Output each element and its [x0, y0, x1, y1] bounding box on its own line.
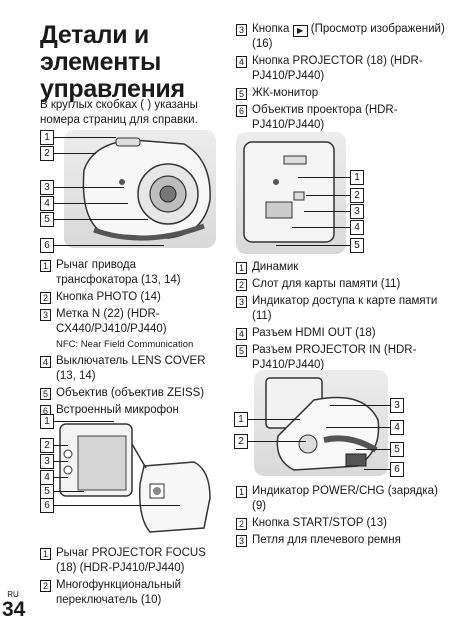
page-language: RU [7, 590, 19, 599]
callout-5: 5 [40, 484, 54, 499]
callout-line [298, 177, 350, 178]
callout-4: 4 [40, 196, 54, 211]
callout-line [326, 427, 390, 428]
lcd-monitor-figure: 1 2 3 4 5 6 [40, 410, 220, 540]
camcorder-front-figure: 1 2 3 4 5 6 [40, 126, 220, 253]
callout-line [248, 419, 300, 420]
camcorder-rear-illustration [265, 377, 380, 471]
callout-5: 5 [40, 212, 54, 227]
callout-4: 4 [350, 220, 364, 235]
callout-line [330, 405, 390, 406]
title-line: управления [40, 75, 185, 103]
callout-1: 1 [40, 414, 54, 429]
callout-6: 6 [40, 238, 54, 253]
callout-4: 4 [40, 470, 54, 485]
callout-1: 1 [350, 170, 364, 185]
title-line: элементы [40, 48, 162, 76]
callout-3: 3 [40, 454, 54, 469]
callout-line [54, 153, 96, 154]
intro-text: В круглых скобках ( ) указаны номера стр… [40, 99, 198, 126]
lcd-monitor-illustration [59, 423, 211, 533]
page-number-value: 34 [2, 598, 26, 621]
camcorder-side-photo [236, 132, 346, 254]
callout-2: 2 [234, 434, 248, 449]
camcorder-rear-figure: 3 4 1 2 5 6 [234, 368, 420, 478]
callout-1: 1 [40, 130, 54, 145]
nfc-note: NFC: Near Field Communication [56, 339, 194, 350]
callout-3: 3 [40, 180, 54, 195]
callout-line [54, 219, 148, 220]
callout-5: 5 [350, 238, 364, 253]
camcorder-front-photo [64, 130, 216, 248]
callout-line [54, 445, 68, 446]
camcorder-rear-photo [254, 370, 388, 476]
callout-6: 6 [40, 498, 54, 513]
callout-2: 2 [40, 146, 54, 161]
camcorder-side-illustration [243, 141, 335, 243]
callout-1: 1 [234, 412, 248, 427]
callout-6: 6 [390, 462, 404, 477]
callout-3: 3 [390, 398, 404, 413]
callout-line [276, 245, 350, 246]
callout-line [54, 461, 68, 462]
callout-line [248, 441, 306, 442]
lcd-monitor-photo [54, 414, 220, 538]
camcorder-side-figure: 1 2 3 4 5 [236, 132, 416, 256]
title-line: Детали и [40, 21, 150, 49]
callout-line [54, 187, 124, 188]
callout-line [54, 491, 84, 492]
play-icon: ▶ [292, 25, 308, 37]
camcorder-front-illustration [82, 137, 211, 241]
callout-line [54, 137, 116, 138]
callout-2: 2 [40, 438, 54, 453]
callout-line [54, 245, 164, 246]
callout-line [54, 505, 180, 506]
callout-line [292, 227, 350, 228]
page-title: Детали и элементы управления [40, 22, 230, 103]
callout-5: 5 [390, 442, 404, 457]
callout-line [54, 421, 114, 422]
callout-line [364, 469, 390, 470]
callout-line [356, 449, 390, 450]
page-number: RU 34 [2, 590, 26, 621]
callout-line [306, 195, 350, 196]
callout-line [54, 477, 68, 478]
callout-3: 3 [350, 204, 364, 219]
callout-4: 4 [390, 420, 404, 435]
callout-line [304, 211, 350, 212]
callout-line [54, 203, 128, 204]
monitor-parts-list-continued: 3 Кнопка ▶ (Просмотр изображений) (16) 4… [236, 22, 446, 135]
list-item: 3 Кнопка ▶ (Просмотр изображений) (16) [236, 22, 446, 52]
callout-2: 2 [350, 188, 364, 203]
